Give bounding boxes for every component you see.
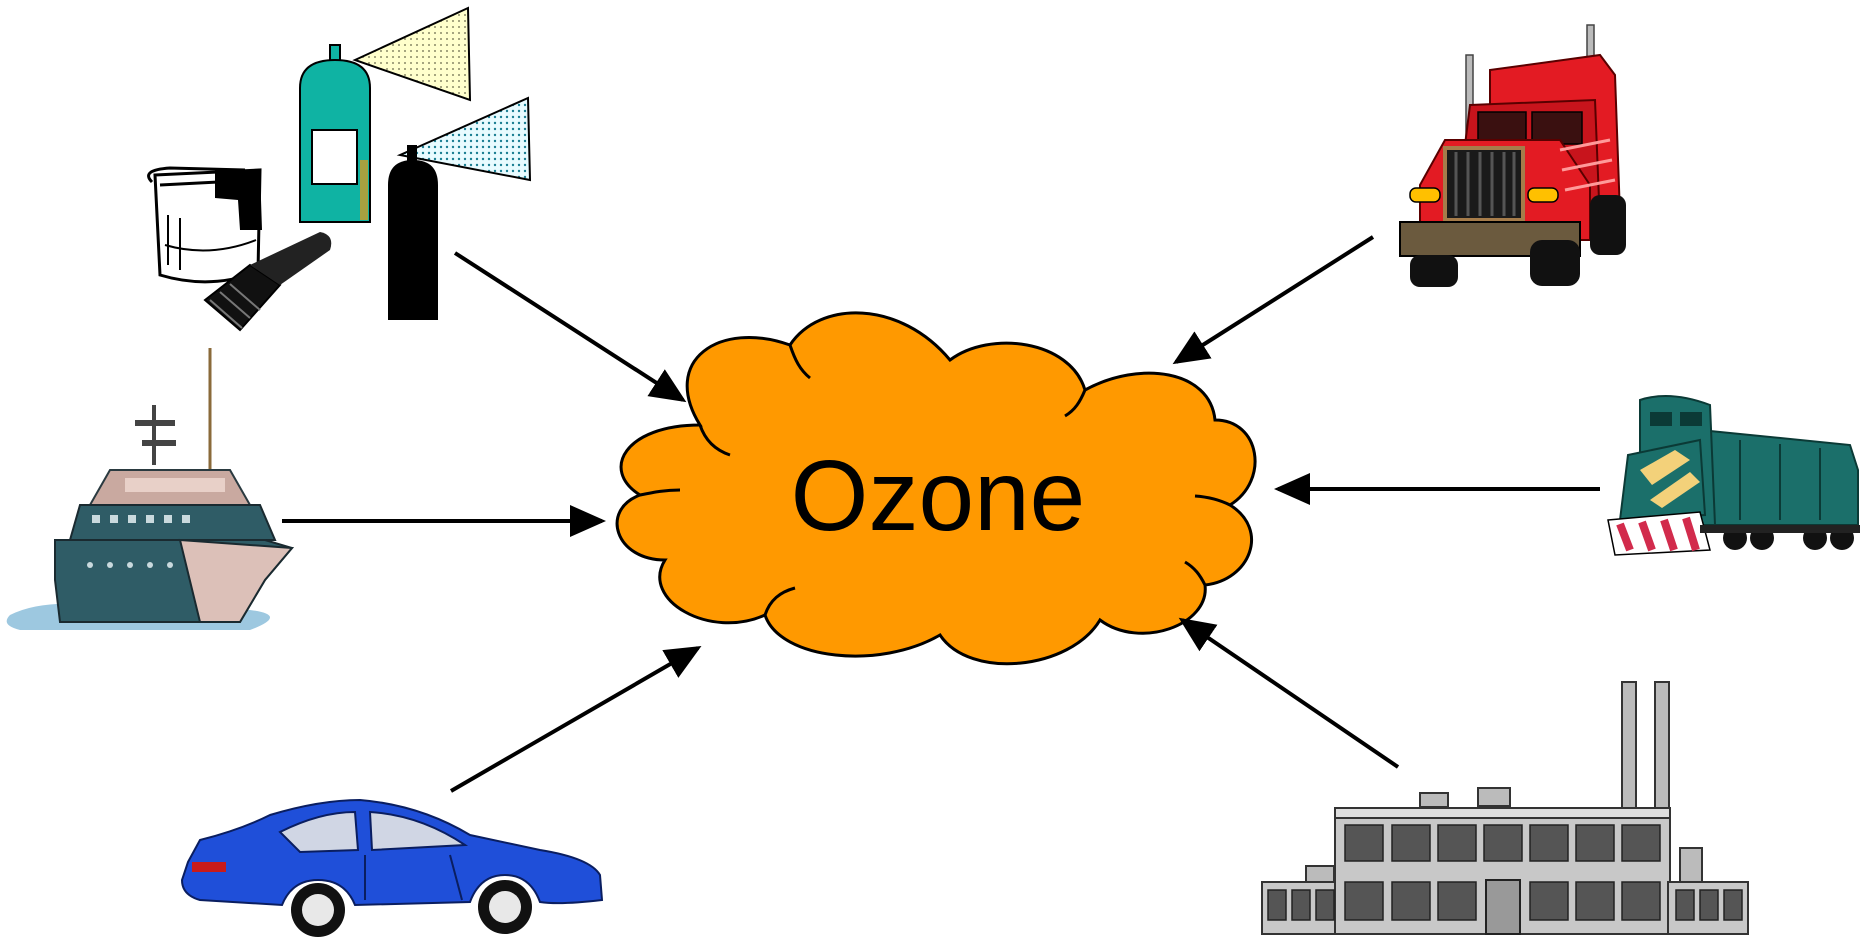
arrow-truck-to-ozone: [1172, 235, 1375, 365]
spray-paint-icon: [147, 6, 532, 332]
arrow-factory-to-ozone: [1178, 617, 1400, 769]
locomotive-icon: [1607, 395, 1860, 556]
arrow-car-to-ozone: [449, 645, 702, 793]
car-icon: [180, 798, 604, 937]
ozone-cloud: Ozone: [615, 311, 1257, 666]
ship-icon: [6, 348, 295, 630]
truck-icon: [1399, 24, 1626, 287]
arrow-spray-to-ozone: [453, 251, 687, 403]
ozone-label: Ozone: [791, 440, 1086, 552]
factory-icon: [1261, 681, 1749, 935]
arrows: [282, 235, 1600, 793]
